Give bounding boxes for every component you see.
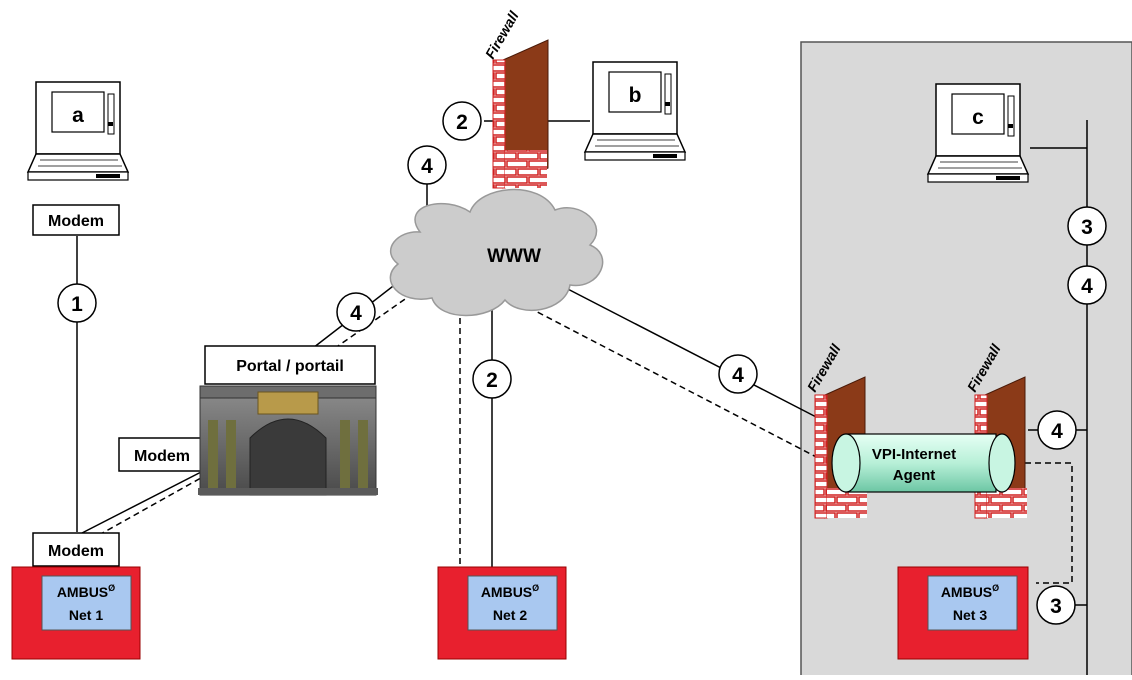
net2-name: AMBUS (481, 584, 532, 600)
modem-bottom: Modem (32, 532, 120, 567)
computer-b[interactable]: b (584, 61, 686, 161)
net3-sup: Ø (992, 583, 999, 593)
connection-numbers: 1 2 4 4 2 4 3 4 (57, 101, 1107, 625)
internet-cloud: WWW (389, 188, 604, 317)
label-cloud-top-text: 4 (421, 155, 433, 178)
label-net3-link-text: 3 (1050, 595, 1062, 618)
net1-sup: Ø (108, 583, 115, 593)
svg-text:AMBUSØ: AMBUSØ (57, 583, 115, 600)
label-c-upper-4: 4 (1067, 265, 1107, 305)
cloud-label: WWW (487, 246, 541, 267)
computer-a[interactable]: a (27, 81, 129, 181)
label-agent-link-text: 4 (732, 364, 744, 387)
modem-bottom-label: Modem (48, 543, 104, 560)
net2-sup: Ø (532, 583, 539, 593)
modem-middle-label: Modem (134, 448, 190, 465)
label-net3-link: 3 (1036, 585, 1076, 625)
label-modem-link-text: 1 (71, 293, 83, 316)
computer-a-label: a (72, 104, 84, 127)
net3-name: AMBUS (941, 584, 992, 600)
svg-text:AMBUSØ: AMBUSØ (481, 583, 539, 600)
modem-top-label: Modem (48, 213, 104, 230)
portal-label: Portal / portail (236, 358, 344, 375)
label-net2-link-text: 2 (486, 369, 498, 392)
agent-line2: Agent (893, 467, 936, 484)
label-firewall-b: 2 (442, 101, 482, 141)
net1-label: Net 1 (69, 607, 103, 623)
label-inner-firewall-text: 4 (1051, 420, 1063, 443)
firewall-b-label: Firewall (482, 7, 522, 61)
vpi-internet-agent: VPI-Internet Agent (831, 433, 1016, 493)
label-modem-link: 1 (57, 283, 97, 323)
ambus-net-2: AMBUSØ Net 2 (437, 566, 567, 660)
label-firewall-b-text: 2 (456, 111, 468, 134)
computer-c[interactable]: c (927, 83, 1029, 183)
label-c-upper-3-text: 3 (1081, 216, 1093, 239)
net2-label: Net 2 (493, 607, 527, 623)
label-portal-link-text: 4 (350, 302, 362, 325)
modem-middle: Modem (118, 437, 206, 472)
net1-name: AMBUS (57, 584, 108, 600)
label-portal-link: 4 (336, 292, 376, 332)
label-cloud-top: 4 (407, 145, 447, 185)
modem-top: Modem (32, 204, 120, 236)
label-c-upper-3: 3 (1067, 206, 1107, 246)
svg-text:AMBUSØ: AMBUSØ (941, 583, 999, 600)
portal: Portal / portail (198, 345, 378, 496)
agent-line1: VPI-Internet (872, 446, 956, 463)
portal-arch-icon (198, 385, 378, 496)
label-inner-firewall: 4 (1037, 410, 1077, 450)
firewall-b: Firewall (482, 7, 549, 189)
label-c-upper-4-text: 4 (1081, 275, 1093, 298)
label-agent-link: 4 (718, 354, 758, 394)
computer-b-label: b (629, 84, 642, 107)
label-net2-link: 2 (472, 359, 512, 399)
computer-c-label: c (972, 106, 984, 129)
ambus-net-3: AMBUSØ Net 3 (897, 566, 1029, 660)
ambus-net-1: AMBUSØ Net 1 (11, 566, 141, 660)
net3-label: Net 3 (953, 607, 987, 623)
